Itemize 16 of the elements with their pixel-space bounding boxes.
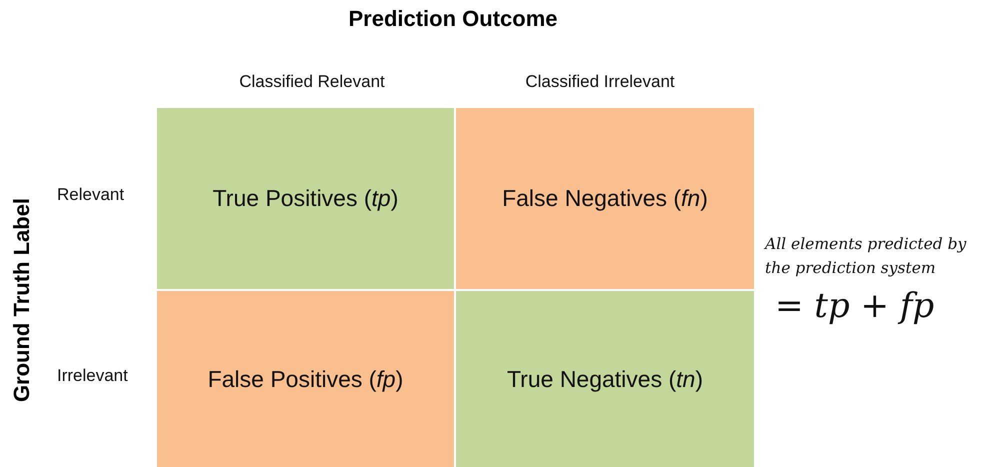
column-header: Classified Irrelevant [524, 72, 676, 92]
cell-label: False Negatives (fn) [502, 185, 708, 212]
matrix-cell [157, 108, 454, 289]
matrix-cell [157, 291, 454, 467]
axis-title: Ground Truth Label [9, 198, 35, 402]
cell-label: False Positives (fp) [208, 366, 404, 392]
cell-label: True Positives (tp) [212, 185, 398, 212]
matrix-cell [456, 108, 754, 289]
chart-title: Prediction Outcome [347, 6, 559, 32]
matrix-cell [456, 291, 754, 467]
formula: = tp + fp [775, 286, 934, 326]
row-header: Irrelevant [57, 366, 128, 386]
cell-label: True Negatives (tn) [506, 366, 703, 392]
row-header: Relevant [57, 185, 124, 205]
column-header: Classified Relevant [238, 72, 386, 92]
annotation-note: All elements predicted by the prediction system [765, 234, 968, 279]
